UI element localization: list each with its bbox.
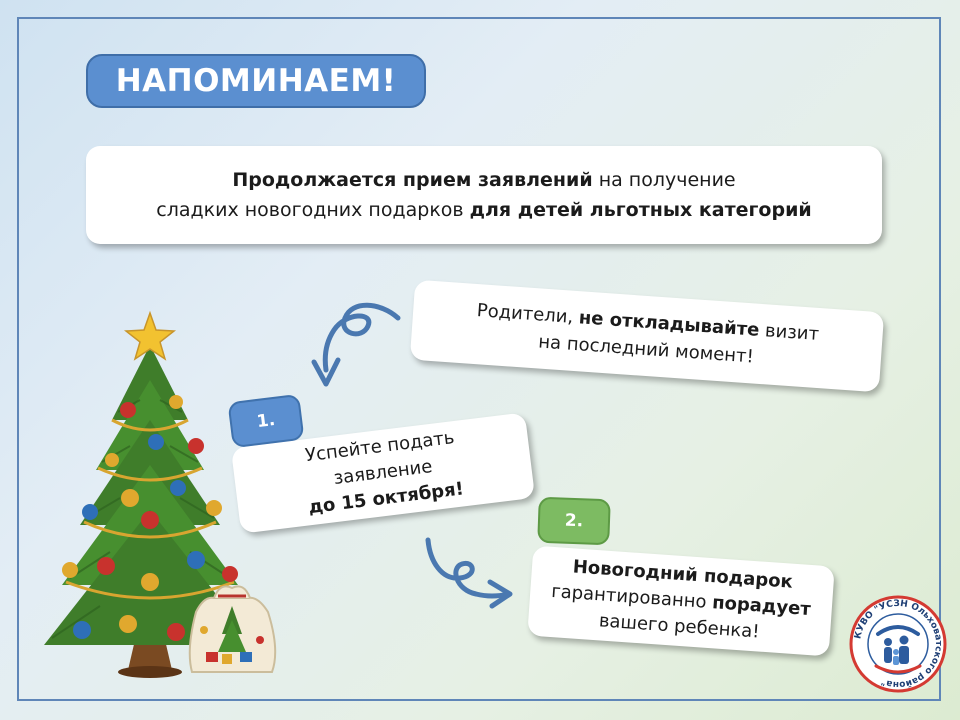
arrow-to-step2-head-icon: [487, 579, 513, 609]
arrow-to-step2-icon: [425, 537, 511, 599]
arrow-to-step1-head-icon: [311, 357, 341, 387]
main-card-text-1: на получение: [592, 169, 736, 191]
main-card: Продолжается прием заявлений на получени…: [86, 146, 882, 244]
organization-logo-icon: КУВО "УСЗН Ольховатского района": [849, 595, 947, 693]
arrow-to-step1-icon: [322, 302, 401, 373]
main-card-line-2: сладких новогодних подарков для детей ль…: [156, 195, 811, 225]
main-card-bold-1: Продолжается прием заявлений: [232, 169, 593, 191]
title-text: НАПОМИНАЕМ!: [115, 63, 397, 99]
title-banner: НАПОМИНАЕМ!: [86, 54, 426, 108]
main-card-bold-2: для детей льготных категорий: [469, 199, 812, 221]
main-card-line-1: Продолжается прием заявлений на получени…: [232, 165, 735, 195]
main-card-text-2: сладких новогодних подарков: [156, 199, 470, 221]
slide-frame: [17, 17, 941, 701]
gift-bag-icon: [188, 585, 277, 673]
organization-logo: КУВО "УСЗН Ольховатского района": [848, 594, 948, 694]
